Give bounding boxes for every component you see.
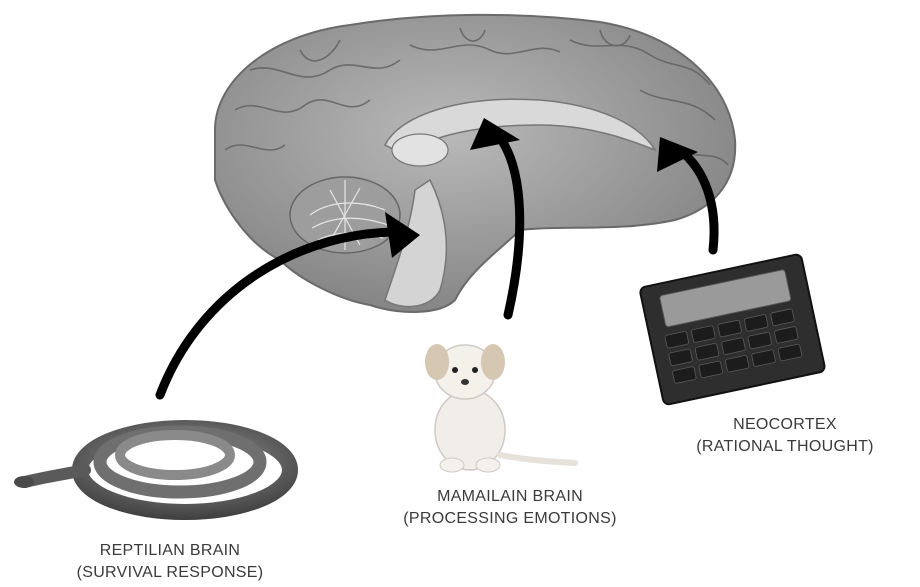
mammalian-brain-title: MAMAILAIN BRAIN	[390, 486, 630, 508]
reptilian-brain-caption: REPTILIAN BRAIN (SURVIVAL RESPONSE)	[50, 540, 290, 584]
reptilian-brain-subtitle: (SURVIVAL RESPONSE)	[50, 562, 290, 584]
brain-illustration	[215, 15, 735, 312]
neocortex-caption: NEOCORTEX (RATIONAL THOUGHT)	[660, 414, 910, 458]
reptilian-brain-title: REPTILIAN BRAIN	[50, 540, 290, 562]
neocortex-subtitle: (RATIONAL THOUGHT)	[660, 436, 910, 458]
puppy-illustration	[425, 344, 575, 472]
snake-illustration	[14, 428, 290, 512]
mammalian-brain-subtitle: (PROCESSING EMOTIONS)	[390, 508, 630, 530]
neocortex-title: NEOCORTEX	[660, 414, 910, 436]
mammalian-brain-caption: MAMAILAIN BRAIN (PROCESSING EMOTIONS)	[390, 486, 630, 530]
calculator-illustration	[639, 254, 825, 406]
